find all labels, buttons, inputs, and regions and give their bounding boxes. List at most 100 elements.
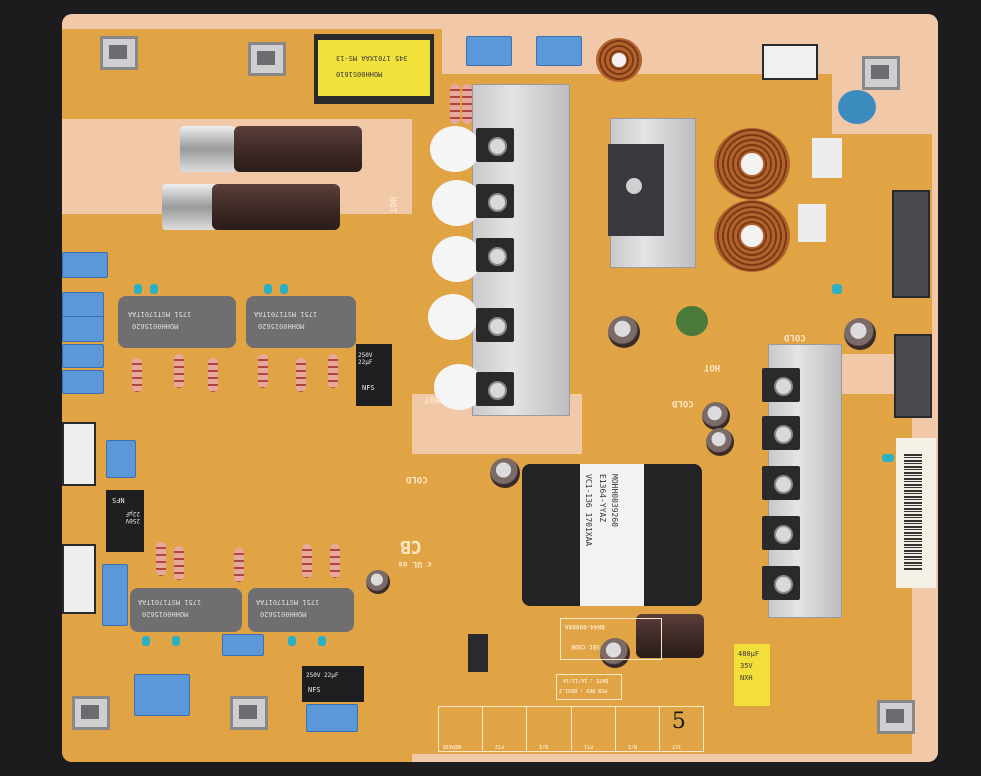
resistor — [156, 542, 166, 576]
resistor — [174, 546, 184, 580]
varistor — [838, 90, 876, 124]
hot-label: HOT — [704, 362, 721, 372]
hot-label: HOT — [424, 394, 441, 404]
schottky-diode — [762, 368, 800, 402]
film-capacitor — [62, 292, 104, 318]
thermal-compound — [432, 236, 482, 282]
cold-label: COLD — [672, 398, 694, 408]
resistor — [174, 354, 184, 388]
film-capacitor — [62, 316, 104, 342]
model-table: BN44-00808A SEC CODE — [560, 618, 662, 660]
resistor — [234, 548, 244, 582]
film-capacitor — [62, 370, 104, 394]
film-capacitor — [106, 440, 136, 478]
cold-label: COLD — [406, 474, 428, 484]
standby-transformer: 345 1701XAA MS-13 MOHH00S1610 — [314, 34, 434, 104]
ceramic-capacitor — [832, 284, 842, 294]
mosfet — [476, 238, 514, 272]
hot-label: HOT — [387, 196, 398, 214]
resistor — [208, 358, 218, 392]
ceramic-capacitor — [882, 454, 894, 462]
barcode-sticker — [896, 438, 936, 588]
mounting-clip — [877, 700, 915, 734]
common-mode-choke — [714, 200, 790, 272]
output-connector — [892, 190, 930, 298]
bulk-capacitor — [234, 126, 362, 172]
electrolytic-capacitor — [366, 570, 390, 594]
schottky-diode — [762, 466, 800, 500]
resistor — [302, 544, 312, 578]
electrolytic-capacitor — [608, 316, 640, 348]
ceramic-capacitor — [142, 636, 150, 646]
qc-box: REPAIR — [439, 707, 484, 751]
film-capacitor — [62, 252, 108, 278]
ac-connector — [762, 44, 818, 80]
schottky-diode — [762, 416, 800, 450]
resistor — [330, 544, 340, 578]
pcb-rev-box: PCB REV : REV1.2 DATE : 16/11/14 — [556, 674, 622, 700]
transformer-label-line2: MOHH00S1610 — [336, 70, 383, 78]
mosfet — [476, 184, 514, 218]
mounting-clip — [230, 696, 268, 730]
cb-mark: CB — [400, 536, 422, 557]
connector — [62, 544, 96, 614]
thermal-compound — [428, 294, 478, 340]
thermal-compound — [432, 180, 482, 226]
schottky-diode — [762, 566, 800, 600]
inductor: MOHH0015620 1751 MST1701TAA — [118, 296, 236, 348]
transformer-label-line1: 345 1701XAA MS-13 — [336, 54, 408, 62]
resistor — [462, 84, 472, 124]
electrolytic-capacitor — [702, 402, 730, 430]
ul-mark: c UL us — [398, 560, 432, 569]
output-connector — [894, 334, 932, 418]
resistor — [296, 358, 306, 392]
ceramic-capacitor — [280, 284, 288, 294]
ceramic-capacitor — [264, 284, 272, 294]
qc-box: FT1 — [572, 707, 616, 751]
resistor — [450, 84, 460, 124]
mounting-clip — [100, 36, 138, 70]
film-capacitor — [102, 564, 128, 626]
mounting-clip — [72, 696, 110, 730]
thermal-compound — [434, 364, 484, 410]
ceramic-capacitor — [150, 284, 158, 294]
electrolytic-capacitor — [636, 614, 704, 658]
x-capacitor — [798, 204, 826, 242]
film-capacitor — [466, 36, 512, 66]
inductor: MOHH0015620 1751 MST1701TAA — [130, 588, 242, 632]
electrolytic-capacitor: 250V 22µF NFS — [106, 490, 144, 552]
qc-box: B/I — [527, 707, 572, 751]
film-capacitor — [134, 674, 190, 716]
ceramic-capacitor — [172, 636, 180, 646]
film-capacitor-yellow: 480µF 35V NXH — [734, 644, 770, 706]
capacitor-end — [180, 126, 236, 172]
mosfet — [476, 128, 514, 162]
film-capacitor — [536, 36, 582, 66]
mounting-clip — [862, 56, 900, 90]
capacitor-end — [162, 184, 218, 230]
resistor — [132, 358, 142, 392]
electrolytic-capacitor: 250V 22µF NFS — [302, 666, 364, 702]
electrolytic-capacitor — [844, 318, 876, 350]
mosfet — [476, 308, 514, 342]
electrolytic-capacitor: 250V 22µF NFS — [356, 344, 392, 406]
handwritten-mark: 5 — [671, 709, 686, 734]
main-transformer: MOHH0039260 E1364-YYAZ VC1-136 1701XAA — [522, 464, 702, 606]
ceramic-capacitor — [288, 636, 296, 646]
toroid-inductor — [596, 38, 642, 82]
qc-box: M/I — [616, 707, 660, 751]
qc-box: FT2 — [483, 707, 528, 751]
film-capacitor — [222, 634, 264, 656]
film-capacitor — [306, 704, 358, 732]
inductor: MOHH0015620 1751 MST1701TAA — [246, 296, 356, 348]
common-mode-choke — [714, 128, 790, 200]
film-capacitor — [62, 344, 104, 368]
varistor — [676, 306, 708, 336]
mosfet — [476, 372, 514, 406]
mounting-clip — [248, 42, 286, 76]
ceramic-capacitor — [318, 636, 326, 646]
resistor — [328, 354, 338, 388]
pin-header — [468, 634, 488, 672]
ceramic-capacitor — [134, 284, 142, 294]
qc-box-row: REPAIR FT2 B/I FT1 M/I 5 ICT — [438, 706, 704, 752]
